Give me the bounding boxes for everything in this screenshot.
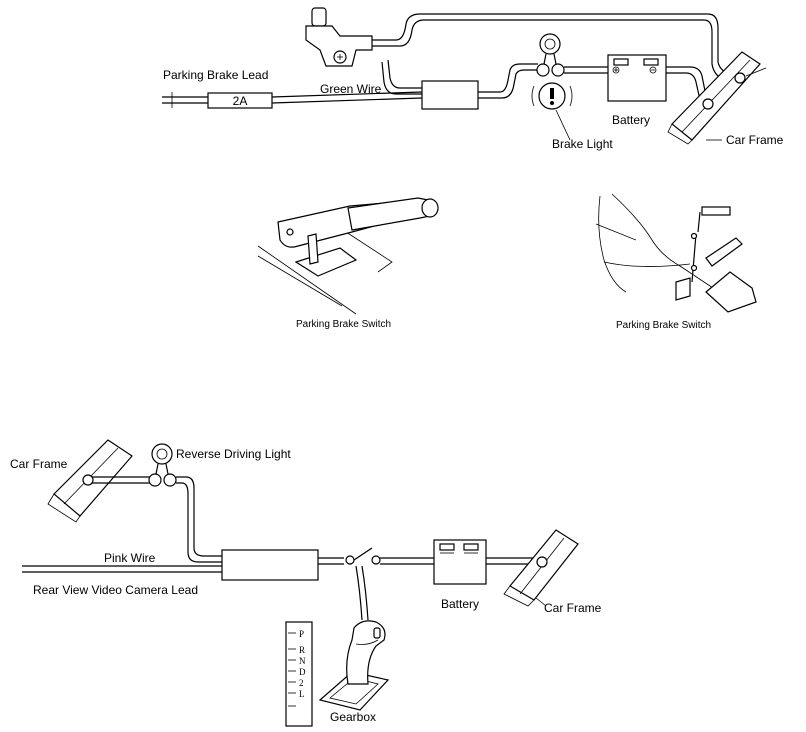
battery-label-top: Battery: [612, 113, 650, 127]
battery-label-bottom: Battery: [441, 597, 479, 611]
gear-r: R: [299, 645, 305, 655]
gear-d: D: [299, 667, 306, 677]
gear-n: N: [299, 656, 306, 666]
reverse-driving-light-bulb: [149, 444, 176, 486]
gear-indicator-panel: P R N D 2 L: [286, 622, 312, 726]
car-frame-top: [668, 52, 760, 144]
gear-shifter-icon: [320, 621, 388, 710]
reverse-light-label: Reverse Driving Light: [176, 447, 291, 461]
gear-l: L: [299, 689, 305, 699]
green-wire-label: Green Wire: [320, 82, 382, 96]
brake-warning-icon: [532, 83, 572, 109]
battery-bottom: [434, 540, 486, 584]
top-wiring-diagram: 2A: [162, 8, 784, 151]
relay-box: [422, 81, 478, 109]
camera-lead-label: Rear View Video Camera Lead: [33, 583, 198, 597]
car-frame-label-bottom-right: Car Frame: [544, 601, 602, 615]
parking-brake-lead-label: Parking Brake Lead: [163, 68, 268, 82]
relay-box-bottom: [222, 550, 318, 580]
battery-top: [608, 55, 666, 101]
gear-p: P: [299, 629, 304, 639]
brake-light-bulb: [537, 34, 564, 76]
parking-brake-switch-left: Parking Brake Switch: [258, 198, 438, 330]
brake-light-label: Brake Light: [552, 137, 613, 151]
gearbox-label: Gearbox: [330, 710, 376, 724]
parking-brake-switch-right: Parking Brake Switch: [596, 194, 756, 331]
fuse-label: 2A: [233, 94, 248, 108]
car-frame-bottom-right: [504, 530, 578, 606]
parking-brake-switch-left-caption: Parking Brake Switch: [296, 319, 391, 330]
ground-clip: [306, 8, 372, 66]
car-frame-label-top: Car Frame: [726, 133, 784, 147]
gear-2: 2: [299, 678, 304, 688]
car-frame-label-bottom-left: Car Frame: [10, 457, 68, 471]
pink-wire-label: Pink Wire: [104, 551, 156, 565]
car-frame-bottom-left: [48, 440, 132, 522]
parking-brake-switch-right-caption: Parking Brake Switch: [616, 320, 711, 331]
bottom-wiring-diagram: P R N D 2 L Car Frame Reverse Driving Li…: [10, 440, 602, 726]
